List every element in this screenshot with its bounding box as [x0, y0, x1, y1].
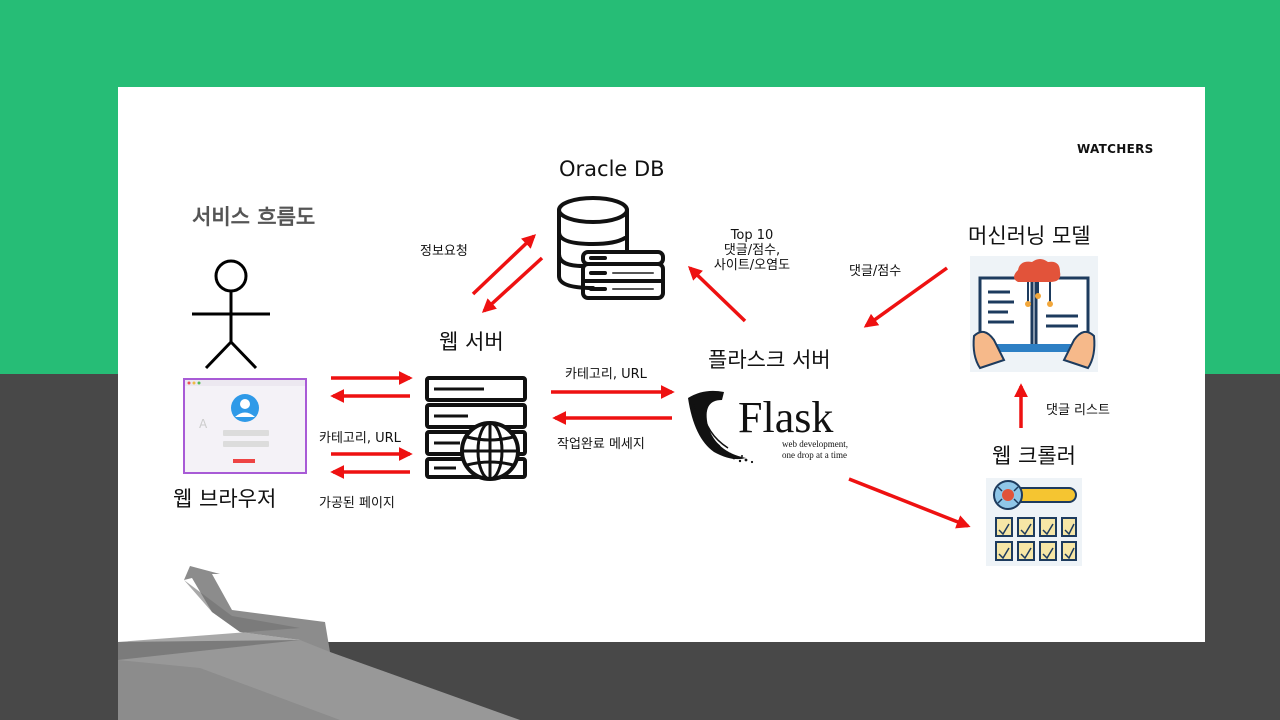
info-request-label: 정보요청: [420, 244, 468, 259]
task-complete-label: 작업완료 메세지: [557, 437, 645, 452]
oracle-db-label: Oracle DB: [559, 157, 665, 181]
flask-server-label: 플라스크 서버: [708, 348, 831, 372]
web-server-label: 웹 서버: [439, 330, 504, 354]
ml-model-label: 머신러닝 모델: [968, 224, 1091, 248]
comment-score-label: 댓글/점수: [849, 264, 902, 279]
diagram-heading: 서비스 흐름도: [192, 205, 316, 229]
machine-learning-model-icon: [970, 256, 1098, 372]
comment-list-label: 댓글 리스트: [1046, 403, 1110, 418]
web-crawler-label: 웹 크롤러: [992, 444, 1076, 468]
flask-wordmark: Flask: [738, 393, 833, 442]
web-server-icon: [425, 376, 527, 481]
top10-line1: Top 10: [730, 228, 774, 243]
user-icon: [192, 259, 270, 370]
svg-text:A: A: [199, 417, 208, 431]
web-browser-label: 웹 브라우저: [173, 487, 277, 511]
top10-line2: 댓글/점수,: [723, 243, 781, 258]
top10-label: Top 10 댓글/점수, 사이트/오염도: [700, 228, 804, 273]
category-url-browser-label: 카테고리, URL: [319, 431, 401, 446]
flask-logo-icon: Flask web development, one drop at a tim…: [688, 390, 848, 464]
flask-tagline-line2: one drop at a time: [782, 450, 847, 460]
processed-page-label: 가공된 페이지: [319, 496, 395, 511]
brand-name: WATCHERS: [1077, 142, 1154, 156]
category-url-flask-label: 카테고리, URL: [565, 367, 647, 382]
browser-login-icon: A: [183, 378, 307, 474]
top10-line3: 사이트/오염도: [713, 258, 791, 273]
web-crawler-icon: [986, 478, 1082, 566]
database-icon: [557, 196, 665, 300]
flask-tagline-line1: web development,: [782, 439, 848, 449]
